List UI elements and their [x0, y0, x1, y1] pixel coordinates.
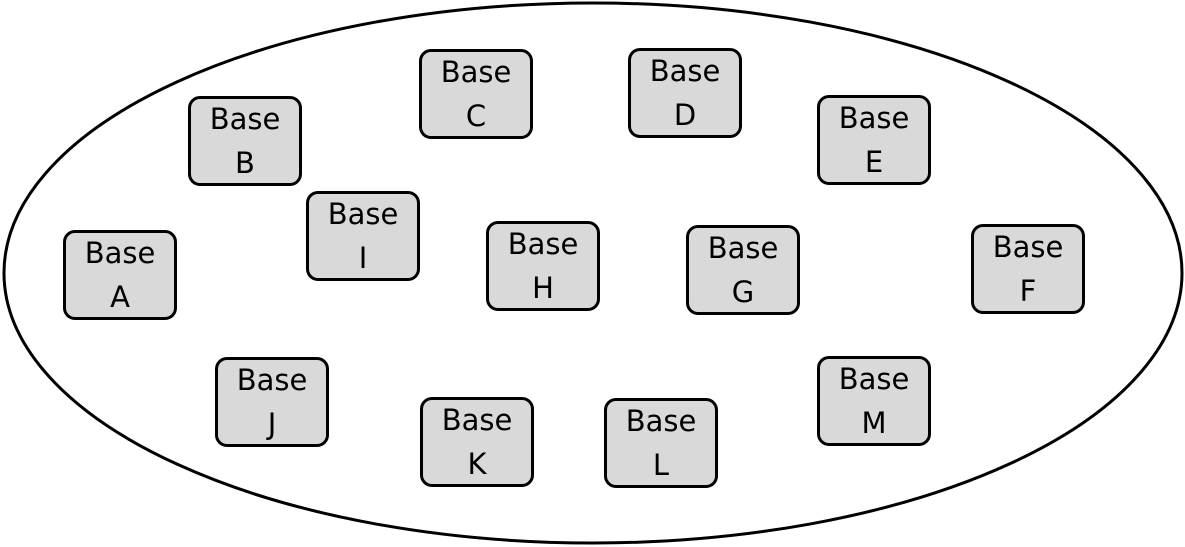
node-line2: F [1019, 274, 1037, 308]
node-line2: D [673, 98, 697, 132]
node-base-k: Base K [420, 397, 534, 487]
node-line2: G [731, 275, 755, 309]
node-line2: E [864, 145, 884, 179]
node-line2: H [532, 271, 554, 305]
node-line1: Base [507, 227, 579, 261]
node-base-e: Base E [817, 95, 931, 185]
node-line1: Base [327, 197, 399, 231]
node-line2: C [465, 99, 487, 133]
node-base-b: Base B [188, 96, 302, 186]
node-line2: I [358, 241, 368, 275]
node-line1: Base [838, 101, 910, 135]
node-base-m: Base M [817, 356, 931, 446]
node-base-a: Base A [63, 230, 177, 320]
node-base-c: Base C [419, 49, 533, 139]
node-line1: Base [625, 404, 697, 438]
node-line2: A [110, 280, 130, 314]
node-line2: M [861, 406, 887, 440]
node-base-g: Base G [686, 225, 800, 315]
node-line1: Base [838, 362, 910, 396]
node-line2: J [267, 407, 277, 441]
node-base-l: Base L [604, 398, 718, 488]
node-base-f: Base F [971, 224, 1085, 314]
node-line2: B [235, 146, 255, 180]
node-line1: Base [441, 403, 513, 437]
node-line1: Base [707, 231, 779, 265]
node-base-j: Base J [215, 357, 329, 447]
node-line2: L [652, 448, 670, 482]
node-line1: Base [84, 236, 156, 270]
node-base-d: Base D [628, 48, 742, 138]
node-line1: Base [209, 102, 281, 136]
node-base-h: Base H [486, 221, 600, 311]
node-line1: Base [649, 54, 721, 88]
node-line2: K [467, 447, 487, 481]
node-base-i: Base I [306, 191, 420, 281]
node-line1: Base [236, 363, 308, 397]
node-line1: Base [440, 55, 512, 89]
node-line1: Base [992, 230, 1064, 264]
